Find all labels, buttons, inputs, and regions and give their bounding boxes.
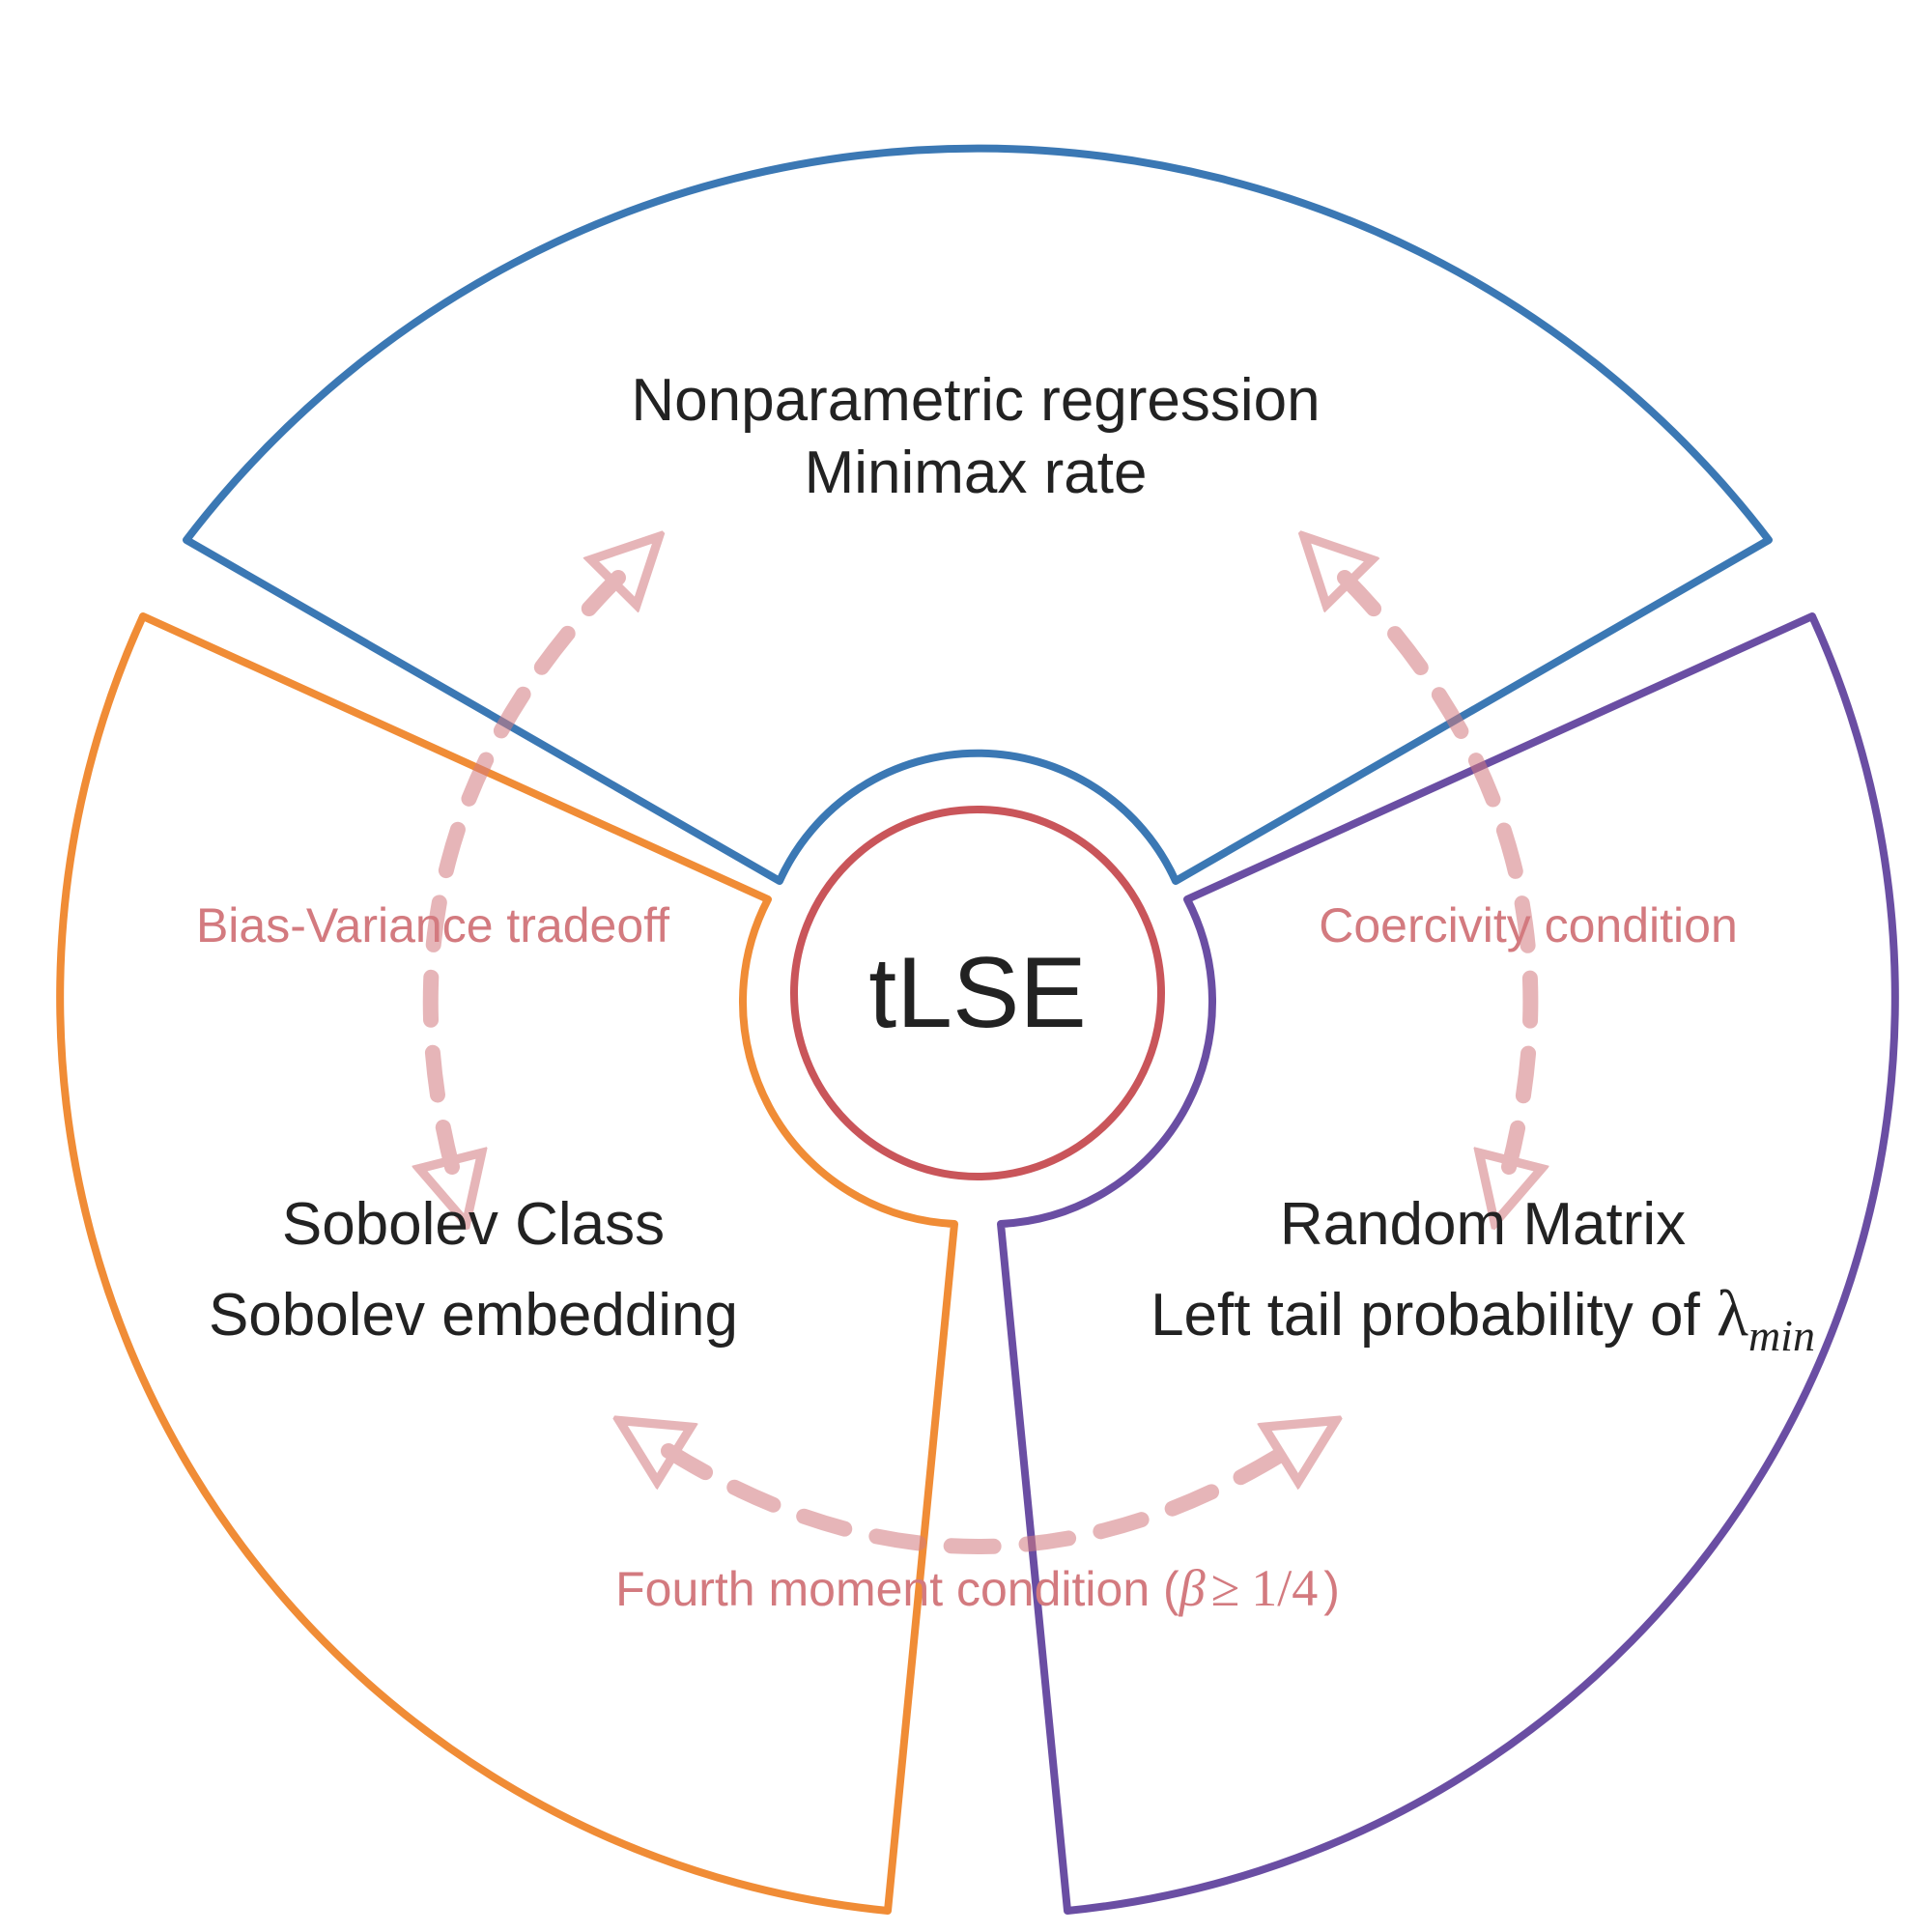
bias-variance-label: Bias-Variance tradeoff <box>196 898 669 952</box>
bias-variance-arrow <box>431 578 618 1167</box>
sector-left-outline <box>56 612 958 1915</box>
fourth-moment-prefix: Fourth moment condition ( <box>615 1562 1179 1616</box>
coercivity-label: Coercivity condition <box>1319 898 1738 952</box>
beta-symbol: β <box>1179 1559 1206 1617</box>
top-sector-line2: Minimax rate <box>805 440 1148 506</box>
beta-value: 1/4 <box>1251 1559 1318 1617</box>
top-sector-line1: Nonparametric regression <box>631 367 1320 434</box>
fourth-moment-label: Fourth moment condition (β≥1/4) <box>615 1559 1340 1617</box>
center-label: tLSE <box>868 937 1086 1049</box>
sector-top-outline <box>183 144 1773 885</box>
fourth-moment-arrow <box>668 1451 1287 1554</box>
sector-right-outline <box>997 612 1899 1915</box>
fourth-moment-suffix: ) <box>1323 1562 1340 1616</box>
geq-symbol: ≥ <box>1211 1559 1240 1617</box>
right-sector-line1: Random Matrix <box>1280 1191 1686 1258</box>
lambda-symbol: λ <box>1717 1276 1748 1350</box>
center-circle <box>790 806 1165 1180</box>
lambda-subscript: min <box>1748 1311 1815 1360</box>
right-sector-line2: Left tail probability of λmin <box>1151 1276 1815 1360</box>
left-sector-line1: Sobolev Class <box>282 1191 665 1258</box>
left-sector-line2: Sobolev embedding <box>209 1282 738 1349</box>
coercivity-arrow <box>1345 578 1530 1167</box>
right-sector-line2-prefix: Left tail probability of <box>1151 1282 1717 1349</box>
